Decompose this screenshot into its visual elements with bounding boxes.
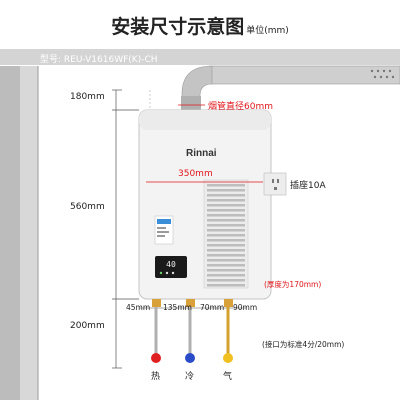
connector-note: (接口为标准4分/20mm): [262, 340, 345, 349]
unit-label: 单位(mm): [246, 26, 289, 36]
louver-slot: [207, 269, 245, 272]
louver-slot: [207, 224, 245, 227]
vent-louvers: [207, 184, 245, 287]
louver-slot: [207, 264, 245, 267]
vent-hole: [391, 75, 395, 79]
model-label: 型号: REU-V1616WF(K)-CH: [40, 55, 158, 65]
vent-hole: [376, 69, 380, 73]
dim-bottom-clearance: 200mm: [70, 321, 105, 331]
sticker-text-line: [157, 235, 165, 237]
louver-slot: [207, 214, 245, 217]
model-bar: [0, 49, 400, 65]
dim-pipe-4: 90mm: [233, 303, 258, 312]
connector-gas: [224, 299, 233, 307]
title-text: 安装尺寸示意图: [111, 16, 245, 38]
sticker-stripe: [157, 219, 171, 224]
flue-vent-holes: [370, 69, 395, 79]
louver-slot: [207, 244, 245, 247]
louver-slot: [207, 184, 245, 187]
diagram-title: 安装尺寸示意图单位(mm): [0, 12, 400, 39]
vent-hole: [370, 69, 374, 73]
sticker-text-line: [157, 231, 169, 233]
power-socket: [263, 172, 287, 196]
socket-pin: [274, 187, 277, 190]
pipe-cold-label: 冷: [185, 372, 195, 382]
wall-left-shade: [0, 66, 20, 400]
connector-hot: [152, 299, 161, 307]
depth-note: (厚度为170mm): [264, 280, 322, 289]
louver-slot: [207, 229, 245, 232]
control-button: [165, 271, 169, 275]
pipe-hot-label: 热: [151, 372, 161, 382]
socket-pin: [277, 179, 279, 183]
dim-pipe-1: 45mm: [126, 303, 151, 312]
heater-top-panel: [139, 110, 271, 130]
flue-diameter-note: 烟管直径60mm: [208, 102, 273, 112]
vent-hole: [379, 75, 383, 79]
socket-label: 插座10A: [290, 181, 326, 191]
louver-slot: [207, 274, 245, 277]
louver-slot: [207, 259, 245, 262]
dim-pipe-2: 135mm: [163, 303, 192, 312]
louver-slot: [207, 239, 245, 242]
vent-hole: [382, 69, 386, 73]
vent-hole: [388, 69, 392, 73]
louver-slot: [207, 219, 245, 222]
control-button: [171, 271, 175, 275]
louver-slot: [207, 189, 245, 192]
louver-slot: [207, 284, 245, 287]
brand-logo: Rinnai: [186, 148, 217, 159]
louver-slot: [207, 249, 245, 252]
sticker-text-line: [157, 227, 166, 229]
louver-slot: [207, 194, 245, 197]
dim-top-clearance: 180mm: [70, 92, 105, 102]
pipe-gas-label: 气: [223, 372, 233, 382]
louver-slot: [207, 209, 245, 212]
dim-width: 350mm: [178, 169, 213, 179]
pipe-gas-end: [223, 353, 233, 363]
dim-pipe-3: 70mm: [200, 303, 225, 312]
vent-hole: [385, 75, 389, 79]
louver-slot: [207, 254, 245, 257]
socket-pin: [272, 179, 274, 183]
status-led: [159, 271, 163, 275]
flue-pipe-horizontal: [209, 65, 400, 85]
display-panel: [155, 256, 187, 278]
louver-slot: [207, 199, 245, 202]
wall-face: [20, 66, 38, 400]
louver-slot: [207, 234, 245, 237]
louver-slot: [207, 279, 245, 282]
pipe-cold-end: [185, 353, 195, 363]
vent-hole: [373, 75, 377, 79]
connector-cold: [186, 299, 195, 307]
flue-collar: [181, 96, 201, 110]
louver-slot: [207, 204, 245, 207]
pipe-hot-end: [151, 353, 161, 363]
display-readout: 40: [166, 260, 176, 269]
dim-height: 560mm: [70, 202, 105, 212]
